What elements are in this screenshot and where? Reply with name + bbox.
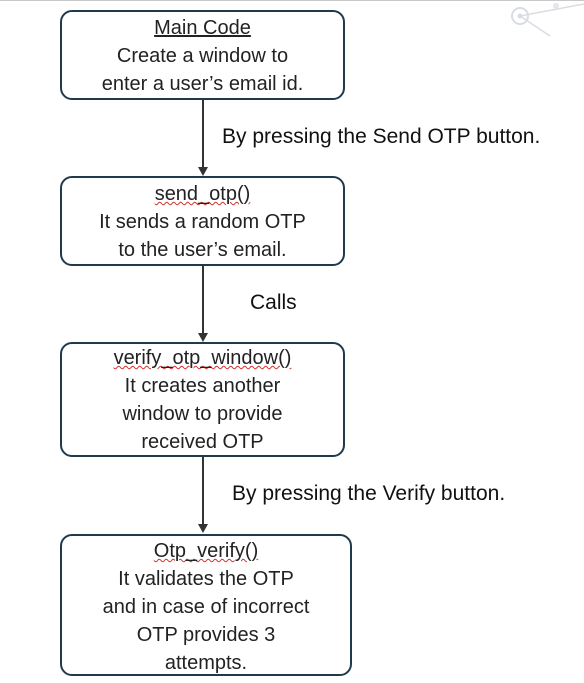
arrowhead	[198, 333, 208, 342]
box-text-line: Create a window to	[116, 45, 289, 67]
box-title: send_otp()	[154, 183, 251, 205]
box-text-line: attempts.	[164, 652, 248, 674]
arrowhead	[198, 524, 208, 533]
box-text-line: OTP provides 3	[136, 624, 276, 646]
box-text-line: It sends a random OTP	[99, 211, 306, 233]
otp-verify-box: Otp_verify() It validates the OTP and in…	[60, 534, 352, 676]
box-text-line: and in case of incorrect	[102, 596, 310, 618]
box-text-line: received OTP	[141, 431, 264, 453]
connector-label: By pressing the Send OTP button.	[222, 125, 541, 148]
connector-line	[202, 100, 204, 168]
send-otp-box: send_otp() It sends a random OTP to the …	[60, 176, 345, 266]
box-text-line: enter a user’s email id.	[101, 73, 304, 95]
verify-otp-window-box: verify_otp_window() It creates another w…	[60, 342, 345, 457]
box-title: Otp_verify()	[153, 540, 259, 562]
box-text-line: to the user’s email.	[118, 239, 287, 261]
connector-line	[202, 457, 204, 525]
connector-label: By pressing the Verify button.	[232, 482, 506, 505]
box-title: Main Code	[154, 17, 251, 39]
arrowhead	[198, 167, 208, 176]
box-text-line: It creates another	[124, 375, 281, 397]
decorative-network-icon	[511, 3, 584, 37]
connector-label: Calls	[250, 291, 297, 314]
top-divider	[0, 0, 584, 1]
box-text-line: It validates the OTP	[118, 568, 294, 590]
box-text-line: window to provide	[122, 403, 283, 425]
box-title: verify_otp_window()	[113, 347, 292, 369]
connector-line	[202, 266, 204, 334]
main-code-box: Main Code Create a window to enter a use…	[60, 10, 345, 100]
